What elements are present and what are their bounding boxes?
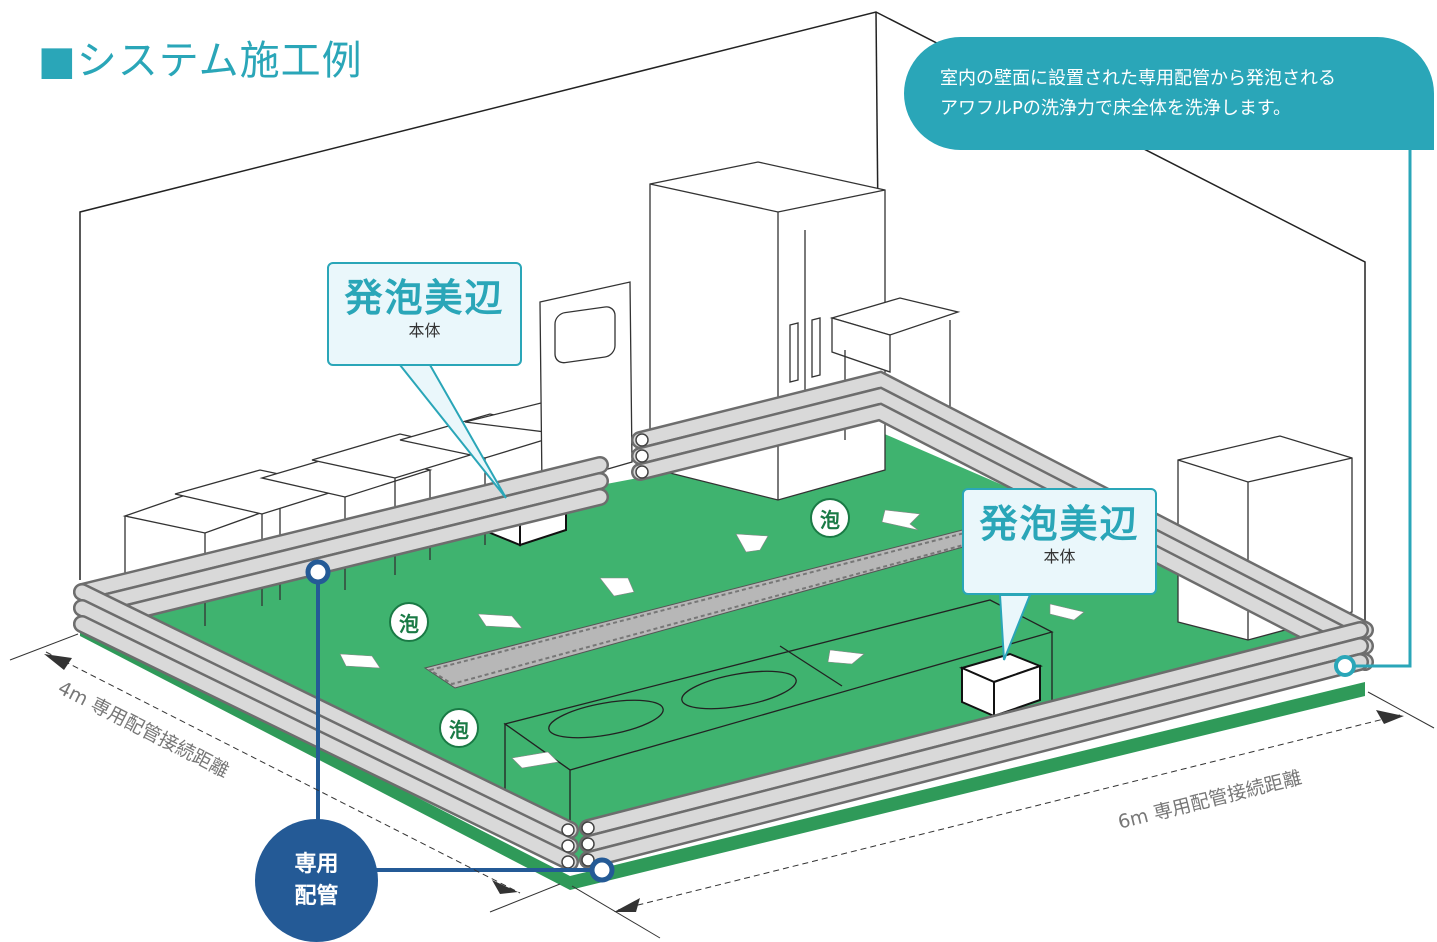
unit-label-2: 発泡美辺 本体	[962, 488, 1157, 595]
unit-box-2	[959, 652, 1043, 718]
unit-label-2-pointer	[998, 594, 1032, 661]
dimension-arrowheads	[44, 654, 1404, 912]
pipe-ends	[561, 433, 649, 869]
callout-line-2: アワフルPの洗浄力で床全体を洗浄します。	[940, 97, 1292, 119]
unit-brand-1: 発泡美辺	[344, 276, 505, 320]
flow-arrows	[339, 509, 1085, 769]
callout-connector	[1348, 145, 1412, 668]
foam-badge-1: 泡	[810, 498, 850, 538]
foam-badge-2: 泡	[389, 602, 429, 642]
page-title: ■システム施工例	[38, 38, 363, 84]
pipe-connection-points	[305, 559, 615, 883]
pipes	[73, 370, 1374, 871]
unit-label-1: 発泡美辺 本体	[327, 262, 522, 366]
outlet-point	[1334, 655, 1356, 677]
foam-badge-3: 泡	[439, 708, 479, 748]
callout-line-1: 室内の壁面に設置された専用配管から発泡される	[940, 67, 1336, 89]
unit-sub-1: 本体	[408, 321, 441, 340]
pipe-badge-line-1: 専用	[294, 851, 339, 877]
side-table	[829, 297, 961, 450]
pipe-badge-line-2: 配管	[294, 883, 339, 909]
pipe-badge: 専用 配管	[255, 819, 378, 942]
description-callout: 室内の壁面に設置された専用配管から発泡される アワフルPの洗浄力で床全体を洗浄し…	[904, 37, 1434, 150]
unit-sub-2: 本体	[1043, 547, 1076, 566]
dimension-lines	[9, 633, 1435, 939]
unit-brand-2: 発泡美辺	[979, 502, 1140, 546]
